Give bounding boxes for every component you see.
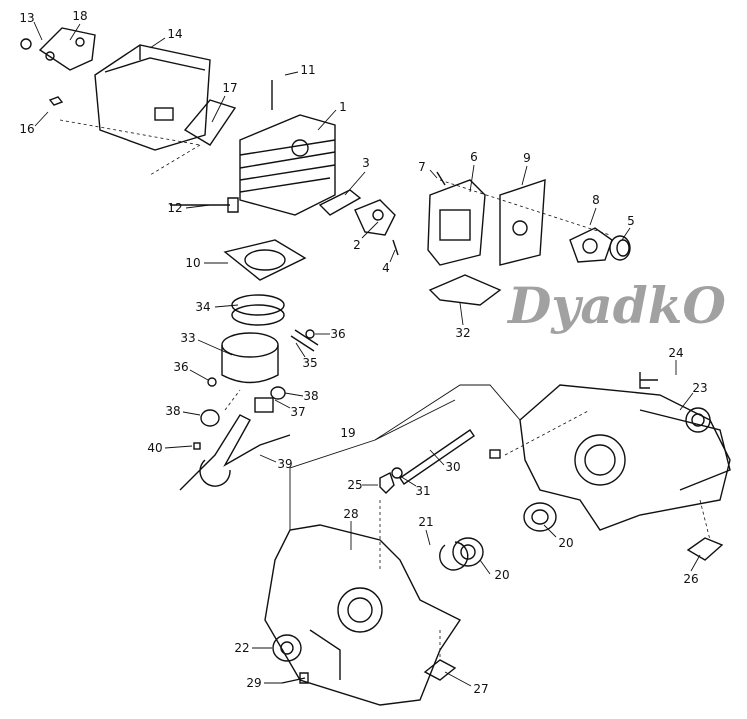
tube-30	[399, 429, 475, 485]
part-label-2: 2	[353, 238, 361, 252]
bracket-26	[686, 537, 724, 561]
part-label-19: 19	[340, 426, 356, 440]
part-label-36: 36	[330, 327, 346, 341]
piston-pin	[290, 329, 319, 352]
part-label-22: 22	[234, 641, 250, 655]
piston	[221, 332, 279, 384]
part-label-38: 38	[165, 404, 181, 418]
gasket-32	[428, 274, 502, 306]
part-label-18: 18	[72, 9, 88, 23]
part-label-17: 17	[222, 81, 238, 95]
key-40	[193, 442, 201, 450]
bolt-24	[639, 372, 658, 389]
part-label-25: 25	[347, 478, 363, 492]
seal-31	[391, 467, 403, 479]
alignment-lines	[59, 119, 711, 660]
piston-rings	[231, 294, 285, 326]
part-label-35: 35	[302, 356, 318, 370]
part-label-32: 32	[455, 326, 471, 340]
part-label-31: 31	[415, 484, 431, 498]
part-label-7: 7	[418, 160, 426, 174]
part-label-1: 1	[339, 100, 347, 114]
cylinder-gasket	[223, 239, 307, 281]
part-label-39: 39	[277, 457, 293, 471]
muffler-bracket	[38, 27, 96, 71]
part-label-36: 36	[173, 360, 189, 374]
part-label-14: 14	[167, 27, 183, 41]
part-label-16: 16	[19, 122, 35, 136]
ring-5	[609, 235, 631, 261]
intake-gasket	[318, 189, 362, 216]
circlip-21	[439, 541, 469, 571]
gasket-9	[499, 179, 546, 266]
needle-bearing	[254, 397, 274, 413]
part-label-24: 24	[668, 346, 684, 360]
part-label-8: 8	[592, 193, 600, 207]
part-label-38: 38	[303, 389, 319, 403]
part-label-28: 28	[343, 507, 359, 521]
part-label-5: 5	[627, 214, 635, 228]
circlip-36	[305, 329, 315, 339]
part-label-40: 40	[147, 441, 163, 455]
muffler-gasket	[183, 99, 237, 146]
seal-22	[272, 634, 302, 662]
part-label-13: 13	[19, 11, 35, 25]
intake-manifold	[354, 199, 396, 236]
screw-16	[48, 96, 64, 106]
part-label-4: 4	[382, 261, 390, 275]
part-label-10: 10	[185, 256, 201, 270]
part-label-30: 30	[445, 460, 461, 474]
flange-8	[569, 227, 613, 263]
part-label-6: 6	[470, 150, 478, 164]
part-label-37: 37	[290, 405, 306, 419]
part-label-20: 20	[558, 536, 574, 550]
bearing-20a	[523, 502, 557, 532]
seal-23	[685, 407, 711, 433]
screw-29	[281, 672, 309, 684]
crankcase-left	[264, 524, 462, 706]
part-label-12: 12	[167, 201, 183, 215]
part-label-11: 11	[300, 63, 316, 77]
part-label-29: 29	[246, 676, 262, 690]
stud-bolt	[170, 197, 239, 213]
part-label-3: 3	[362, 156, 370, 170]
screw-4	[392, 239, 399, 256]
washer-38b	[200, 409, 220, 427]
watermark: DyadkO	[508, 276, 726, 335]
circlip-36b	[207, 377, 217, 387]
part-label-27: 27	[473, 682, 489, 696]
screw-7	[436, 171, 446, 186]
leader-lines	[33, 21, 701, 687]
part-label-33: 33	[180, 331, 196, 345]
part-label-34: 34	[195, 300, 211, 314]
crankcase-right	[519, 384, 731, 531]
nut	[20, 38, 32, 50]
pin	[489, 449, 501, 459]
part-label-26: 26	[683, 572, 699, 586]
washer-38	[270, 386, 286, 400]
muffler	[94, 44, 211, 151]
crankshaft	[179, 414, 291, 491]
part-label-9: 9	[523, 151, 531, 165]
part-label-21: 21	[418, 515, 434, 529]
carburetor-adapter	[427, 179, 486, 266]
part-label-20: 20	[494, 568, 510, 582]
cylinder	[239, 114, 336, 216]
part-label-23: 23	[692, 381, 708, 395]
fitting-25	[379, 472, 395, 494]
bracket-27	[423, 659, 457, 681]
